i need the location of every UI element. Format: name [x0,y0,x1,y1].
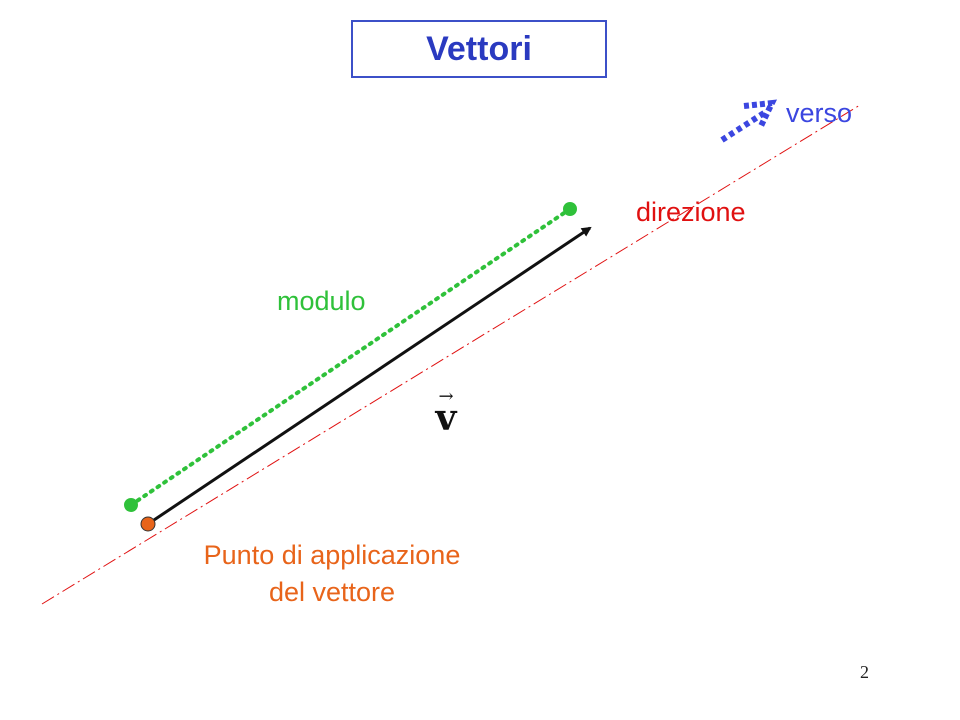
verso-arrowhead-icon [743,99,778,130]
vector-symbol-arrow-icon: → [438,386,454,407]
modulo-end-dot [563,202,577,216]
direction-line [41,104,861,605]
application-point [140,516,156,532]
page-number: 2 [860,662,869,682]
label-verso: verso [786,98,853,128]
label-modulo: modulo [277,286,366,316]
vector-symbol: → v [431,386,461,439]
vector-symbol-letter: v [435,397,457,439]
modulo-dotted-line [129,207,572,507]
label-punto-line1: Punto di applicazione [203,540,461,570]
label-punto-line2: del vettore [268,577,396,607]
title-box: Vettori [351,20,607,78]
label-direzione: direzione [636,197,746,227]
vector-arrow [147,226,592,526]
label-punto-applicazione: Punto di applicazione del vettore [182,537,482,611]
modulo-start-dot [124,498,138,512]
verso-dotted-arrow [720,110,766,143]
page-title: Vettori [426,29,532,68]
